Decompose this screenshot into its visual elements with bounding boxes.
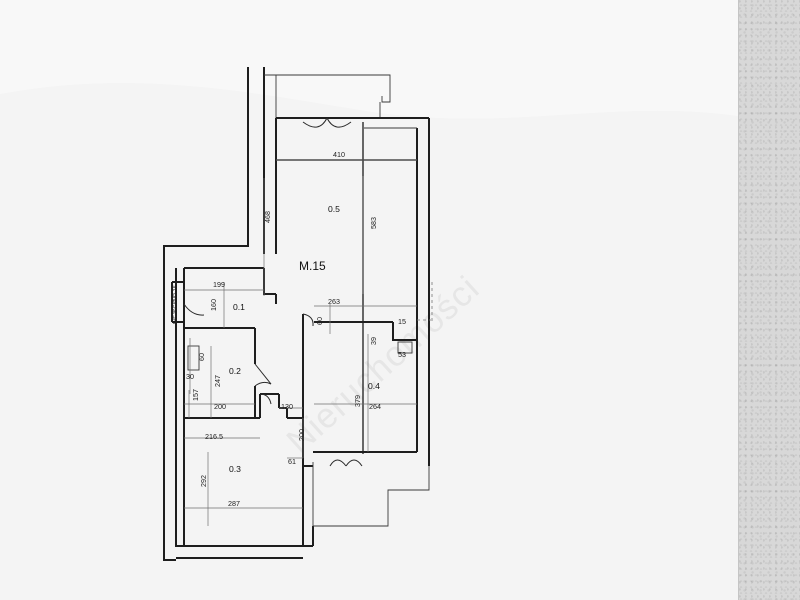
room-0-2-label: 0.2	[229, 366, 241, 376]
entrance-label-main: WEJŚCIE	[171, 299, 179, 324]
kitchen-fixture	[397, 341, 413, 354]
bath-fixture-small	[187, 345, 200, 371]
unit-label: M.15	[299, 259, 326, 273]
dim-410: 410	[333, 150, 345, 159]
dim-53: 53	[398, 350, 406, 359]
dim-130: 130	[281, 402, 293, 411]
dim-287: 287	[228, 499, 240, 508]
dim-61: 61	[288, 457, 296, 466]
top-door-left	[302, 117, 328, 128]
dim-264: 264	[369, 402, 381, 411]
dim-60-left: 60	[197, 353, 206, 361]
dim-200-bath: 200	[214, 402, 226, 411]
room-0-4-label: 0.4	[368, 381, 380, 391]
bath-door-arc	[254, 381, 272, 387]
bath-door-leaf	[254, 363, 272, 385]
entrance-label-number: NR 15	[173, 285, 179, 301]
dim-160: 160	[209, 299, 218, 311]
closet-door-arc	[259, 393, 272, 405]
kitchen-notch	[392, 322, 417, 341]
entry-door-swing	[183, 303, 205, 316]
room-0-3-label: 0.3	[229, 464, 241, 474]
top-terrace-outline	[264, 74, 391, 103]
dim-15: 15	[398, 317, 406, 326]
dim-216-5: 216.5	[205, 432, 223, 441]
dim-292: 292	[199, 475, 208, 487]
dim-379: 379	[353, 395, 362, 407]
dim-468: 468	[263, 211, 272, 223]
entrance-label: WEJŚCIE NR 15	[171, 285, 179, 324]
dim-583: 583	[369, 217, 378, 229]
room-0-1-label: 0.1	[233, 302, 245, 312]
dim-30: 30	[186, 372, 194, 381]
kitchen-door-arc	[302, 313, 314, 327]
top-door-right	[326, 117, 352, 128]
paper-side-strip	[738, 0, 800, 600]
dim-39: 39	[369, 337, 378, 345]
scan-background	[0, 0, 738, 600]
bottom-door-left	[329, 459, 347, 467]
room-0-5-label: 0.5	[328, 204, 340, 214]
dim-157: 157	[191, 389, 200, 401]
outer-wall-left-inner-lower	[175, 268, 304, 547]
dim-60-top: 60	[315, 317, 324, 325]
dim-263: 263	[328, 297, 340, 306]
lower-terrace-outline	[312, 462, 430, 527]
dim-199: 199	[213, 280, 225, 289]
dim-247: 247	[213, 375, 222, 387]
bottom-door-right	[345, 459, 363, 467]
dim-200-bedroom: 200	[297, 429, 306, 441]
